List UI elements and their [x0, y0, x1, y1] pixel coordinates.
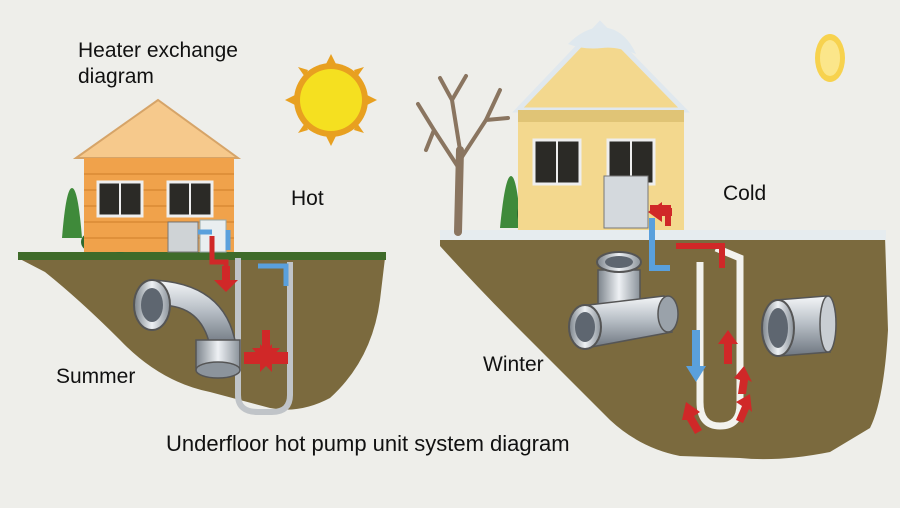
tee-fitting-icon	[568, 251, 679, 350]
cold-label: Cold	[723, 182, 767, 205]
coupling-fitting-icon	[761, 295, 837, 357]
winter-pipe-loop	[649, 205, 744, 430]
winter-label: Winter	[483, 353, 544, 376]
winter-house-icon	[500, 20, 690, 230]
hot-label: Hot	[291, 187, 324, 210]
summer-house-icon	[62, 98, 242, 253]
bare-tree-icon	[416, 74, 510, 236]
summer-heat-arrows	[214, 266, 288, 372]
diagram-caption: Underfloor hot pump unit system diagram	[166, 431, 570, 456]
moon-sun-icon	[815, 34, 845, 82]
elbow-fitting-icon	[133, 279, 241, 379]
winter-cold-arrow	[686, 330, 706, 382]
winter-heat-arrows	[648, 202, 752, 434]
winter-ground	[440, 230, 888, 460]
summer-label: Summer	[56, 365, 136, 388]
summer-ground	[18, 252, 386, 410]
diagram-title: Heater exchange diagram	[78, 39, 238, 89]
sun-icon	[285, 54, 377, 146]
